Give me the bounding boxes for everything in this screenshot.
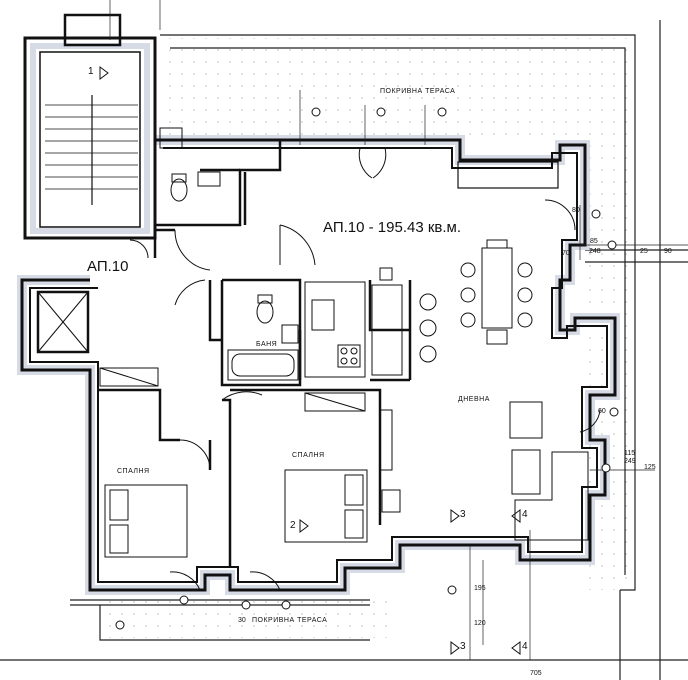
dim-90: 90 [664,248,672,255]
living-label: ДНЕВНА [458,396,490,403]
terrace-bottom-label: ПОКРИВНА ТЕРАСА [252,617,328,624]
dim-60: 60 [598,408,606,415]
apartment-title: АП.10 - 195.43 кв.м. [323,219,462,236]
shaft [36,290,90,354]
wardrobes [99,367,366,412]
dim-195: 195 [474,585,486,592]
dim-70: 70 [562,250,570,257]
axis-marker-3-bottom: 3 [460,641,466,652]
bathroom-label: БАНЯ [256,341,278,348]
dim-85: 85 [590,238,598,245]
living-furniture [379,401,589,541]
stair-marker-1: 1 [88,66,94,77]
stair-marker-2: 2 [290,520,296,531]
dim-125: 125 [644,464,656,471]
bedroom-2-label: СПАЛНЯ [292,452,325,459]
stairwell [23,13,157,240]
dim-248: 248 [589,248,601,255]
dim-80: 80 [572,207,580,214]
dim-115: 115 [624,450,636,457]
dim-705: 705 [530,670,542,677]
terrace-top-area [160,38,635,138]
beds [104,469,368,558]
dim-249: 249 [624,458,636,465]
section-markers [115,107,619,630]
axis-marker-4-bottom: 4 [522,641,528,652]
walls [17,135,620,595]
dimension-lines [109,0,688,660]
axis-marker-4: 4 [522,509,528,520]
bedroom-1-label: СПАЛНЯ [117,468,150,475]
terrace-top-label: ПОКРИВНА ТЕРАСА [380,88,456,95]
axis-flags [99,66,521,655]
doors [129,147,601,591]
dim-120: 120 [474,620,486,627]
kitchen-counter [457,161,559,189]
interior-walls [98,140,412,567]
apartment-tag: АП.10 [87,258,129,275]
kitchen [304,267,437,378]
dining-table [460,239,533,345]
dim-30: 30 [238,617,246,624]
bath-fixtures [159,127,299,381]
axis-marker-3: 3 [460,509,466,520]
dim-25: 25 [640,248,648,255]
